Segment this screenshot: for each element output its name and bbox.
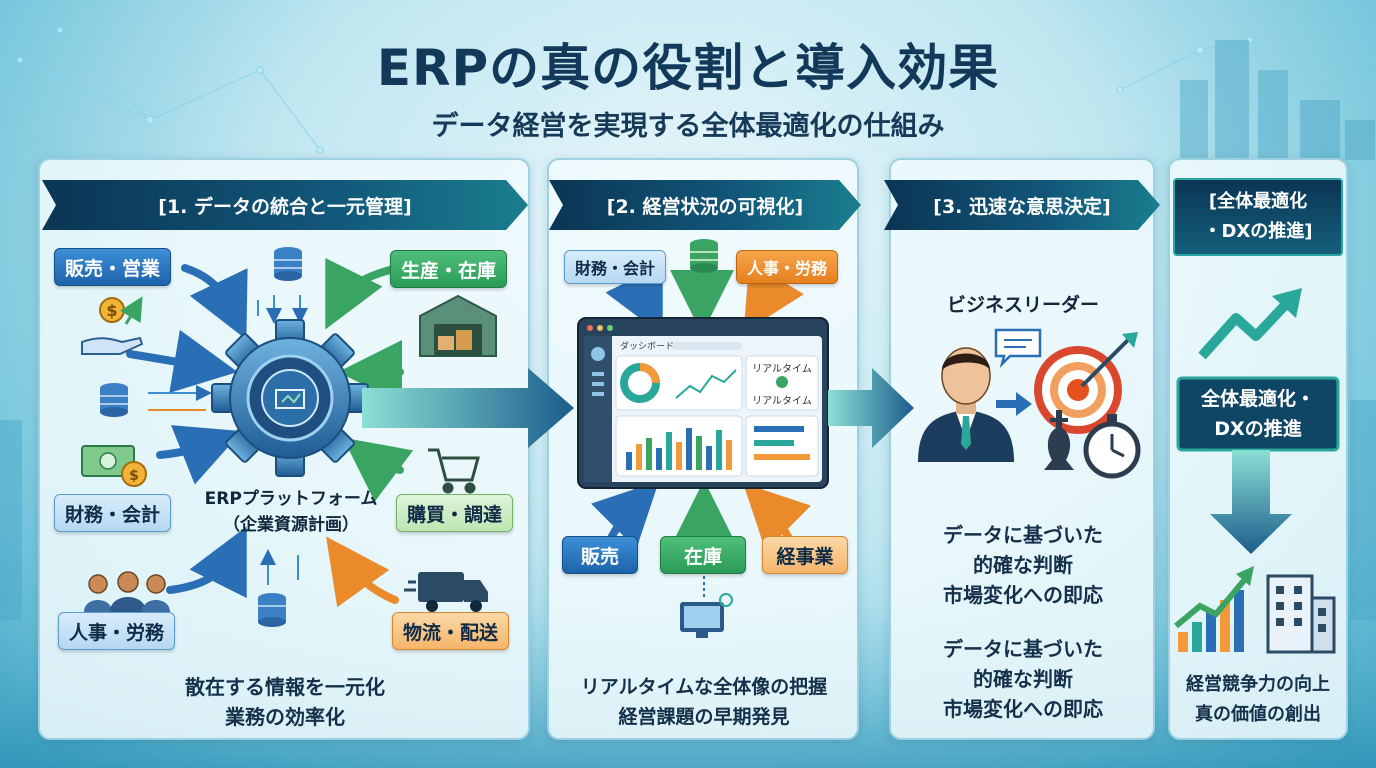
business-leader-icon <box>918 347 1014 462</box>
section1-banner: [1. データの統合と一元管理] <box>42 180 528 230</box>
database-icon-top <box>274 247 302 281</box>
section3-block1-line1: データに基づいた <box>943 523 1103 547</box>
tag-section2-sales: 販売 <box>562 536 638 574</box>
tag-purchasing: 購買・調達 <box>396 494 514 532</box>
people-icon <box>84 571 170 612</box>
money-hand-icon: $ <box>81 296 144 355</box>
section4-banner-line1: [全体最適化 <box>1208 191 1308 212</box>
section2-caption-line2: 経営課題の早期発見 <box>618 706 790 728</box>
section4-caption-line1: 経営競争力の向上 <box>1186 674 1330 695</box>
warehouse-icon <box>419 294 497 357</box>
database-icon-section2 <box>690 239 718 273</box>
erp-platform-line1: ERPプラットフォーム <box>204 489 378 509</box>
network-lines <box>16 26 1254 154</box>
section1-caption: 散在する情報を一元化 業務の効率化 <box>60 672 510 732</box>
section2-caption: リアルタイムな全体像の把握 経営課題の早期発見 <box>552 672 856 732</box>
section3-block1: データに基づいた 的確な判断 市場変化への即応 <box>895 520 1151 610</box>
database-icon-small <box>100 383 128 417</box>
truck-icon <box>404 572 488 612</box>
dashboard-realtime-label-1: リアルタイム <box>752 363 812 375</box>
section2-banner: [2. 経営状況の可視化] <box>549 180 861 230</box>
monitor-icon <box>680 576 733 638</box>
flow-arrow-to-decision <box>828 368 914 448</box>
section3-block2: データに基づいた 的確な判断 市場変化への即応 <box>895 634 1151 724</box>
section3-block1-line2: 的確な判断 <box>973 553 1073 577</box>
erp-platform-label: ERPプラットフォーム （企業資源計画） <box>186 486 396 538</box>
database-icon-bottom <box>258 593 286 627</box>
section4-box-line1: 全体最適化・ <box>1200 388 1315 410</box>
section3-block2-line3: 市場変化への即応 <box>943 697 1103 721</box>
tag-section2-hr: 人事・労務 <box>736 250 839 284</box>
section4-banner: [全体最適化 ・DXの推進] <box>1173 178 1343 256</box>
section1-caption-line2: 業務の効率化 <box>225 705 345 729</box>
section3-block1-line3: 市場変化への即応 <box>943 583 1103 607</box>
erp-platform-line2: （企業資源計画） <box>223 515 359 535</box>
chess-king-icon <box>1044 410 1074 470</box>
section4-caption-line2: 真の価値の創出 <box>1195 704 1321 725</box>
speech-bubble-icon <box>994 328 1042 369</box>
section3-block2-line1: データに基づいた <box>943 637 1103 661</box>
section1-small-arrows <box>148 295 308 585</box>
section4-box-line2: DXの推進 <box>1214 418 1302 440</box>
dashboard-title-bar <box>672 342 742 350</box>
target-icon <box>1034 332 1138 434</box>
tag-finance: 財務・会計 <box>54 494 172 532</box>
stopwatch-icon <box>1083 414 1141 479</box>
page-subtitle: データ経営を実現する全体最適化の仕組み <box>431 111 945 142</box>
trend-up-arrowhead <box>1272 288 1302 318</box>
dashboard-title-text: ダッシボード <box>620 340 674 351</box>
section3-block2-line2: 的確な判断 <box>973 667 1073 691</box>
down-arrow-icon <box>1210 450 1292 554</box>
shopping-cart-icon <box>428 448 480 494</box>
section3-banner: [3. 迅速な意思決定] <box>884 180 1160 230</box>
svg-text:$: $ <box>106 301 117 320</box>
tag-section2-expenses: 経事業 <box>762 536 848 574</box>
svg-text:$: $ <box>129 468 139 484</box>
tag-production: 生産・在庫 <box>390 250 508 288</box>
business-leader-label: ビジネスリーダー <box>946 294 1099 316</box>
section1-flow-arrows <box>126 257 414 608</box>
growth-chart-icon <box>1174 566 1254 652</box>
trend-up-arrow-icon <box>1198 298 1292 360</box>
section4-box-label: 全体最適化・ DXの推進 <box>1178 384 1338 444</box>
section4-caption: 経営競争力の向上 真の価値の創出 <box>1168 670 1348 730</box>
office-building-icon <box>1266 574 1336 654</box>
erp-gear-icon <box>211 319 369 477</box>
city-buildings <box>0 40 1376 620</box>
dashboard-realtime-label-2: リアルタイム <box>752 395 812 407</box>
dashboard-bar-chart <box>626 428 732 470</box>
page-title: ERPの真の役割と導入効果 <box>376 39 1000 97</box>
flow-arrow-to-visualization <box>362 368 574 448</box>
tag-section2-finance: 財務・会計 <box>564 250 667 284</box>
tag-hr: 人事・労務 <box>58 612 176 650</box>
arrow-leader-to-target <box>996 392 1032 416</box>
section4-banner-line2: ・DXの推進] <box>1203 221 1313 242</box>
section2-caption-line1: リアルタイムな全体像の把握 <box>580 676 828 698</box>
tag-section2-inventory: 在庫 <box>660 536 746 574</box>
tag-sales: 販売・営業 <box>54 248 172 286</box>
tag-logistics: 物流・配送 <box>392 612 510 650</box>
dashboard-window <box>577 317 829 489</box>
section1-caption-line1: 散在する情報を一元化 <box>185 675 385 699</box>
cash-coins-icon: $ <box>81 445 147 487</box>
